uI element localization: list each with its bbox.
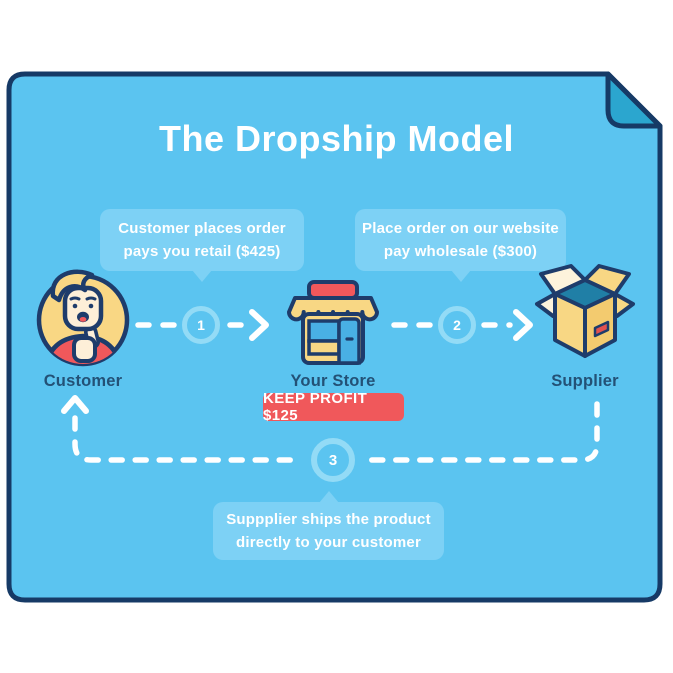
bubble-tail-icon [450, 270, 471, 282]
dog-ear-fold-icon [605, 71, 663, 129]
step-circle-3: 3 [311, 438, 355, 482]
bubble-supplier-ships-line1: Suppplier ships the product [226, 510, 431, 528]
bubble-store-order-line2: pay wholesale ($300) [383, 243, 538, 260]
step-number-2: 2 [453, 317, 461, 333]
supplier-label: Supplier [551, 372, 619, 390]
bubble-store-order-line1: Place order on our website [362, 219, 559, 237]
bubble-tail-icon [192, 270, 212, 282]
bubble-store-order: Place order on our website pay wholesale… [355, 209, 566, 282]
step-number-1: 1 [197, 317, 205, 333]
your-store-label: Your Store [290, 372, 376, 390]
bubble-customer-order: Customer places order pays you retail ($… [100, 209, 304, 282]
bubble-supplier-ships: Suppplier ships the product directly to … [213, 491, 444, 560]
bubble-customer-order-line2: pays you retail ($425) [123, 243, 281, 260]
bubble-supplier-ships-line2: directly to your customer [235, 534, 422, 551]
keep-profit-badge: KEEP PROFIT $125 [263, 390, 404, 424]
store-icon [286, 280, 379, 365]
customer-icon [36, 269, 130, 367]
step-circle-2: 2 [438, 306, 476, 344]
page-title: The Dropship Model [159, 118, 514, 159]
supplier-box-icon [535, 264, 635, 358]
customer-label: Customer [43, 372, 123, 390]
step-number-3: 3 [328, 451, 338, 469]
bubble-customer-order-line1: Customer places order [118, 219, 286, 237]
step-circle-1: 1 [182, 306, 220, 344]
bubble-tail-icon [318, 491, 339, 503]
